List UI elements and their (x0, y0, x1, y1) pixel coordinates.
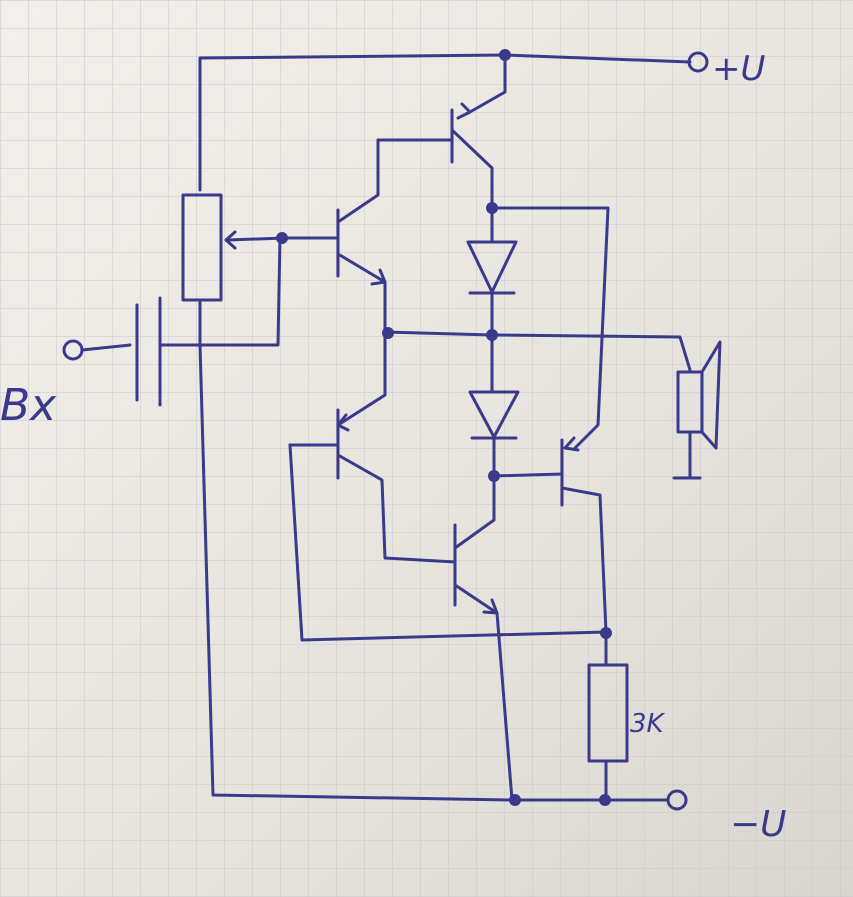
input-wire (80, 343, 132, 352)
bias-return-wire (490, 206, 610, 450)
transistor-npn-lower-left (288, 330, 457, 564)
potentiometer (181, 193, 287, 347)
junction-dot (600, 627, 612, 639)
transistor-npn-upper-left (283, 138, 387, 334)
label-resistor-value: 3K (630, 709, 666, 739)
junction-dot (382, 327, 394, 339)
transistor-npn-lower-output (453, 474, 514, 802)
junction-dot (486, 202, 498, 214)
junction-dots (276, 49, 612, 806)
diode-lower (468, 333, 520, 478)
transistor-pnp-top (376, 53, 507, 207)
negative-supply-terminal (666, 789, 688, 811)
junction-dot (599, 794, 611, 806)
junction-dot (488, 470, 500, 482)
positive-supply-terminal (687, 51, 709, 73)
speaker (672, 340, 722, 480)
label-supply-negative: −U (730, 804, 787, 845)
left-rail-wire (198, 343, 670, 802)
junction-dot (276, 232, 288, 244)
feedback-wire (288, 443, 608, 642)
label-input: Bx (0, 380, 57, 431)
top-rail-wire (198, 53, 692, 192)
junction-dot (499, 49, 511, 61)
junction-dot (486, 329, 498, 341)
input-capacitor (135, 296, 162, 407)
schematic-ink (62, 51, 722, 811)
transistor-pnp-lower-right (492, 436, 608, 634)
junction-dot (509, 794, 521, 806)
output-node-wire (383, 330, 692, 372)
label-supply-positive: +U (712, 49, 765, 89)
